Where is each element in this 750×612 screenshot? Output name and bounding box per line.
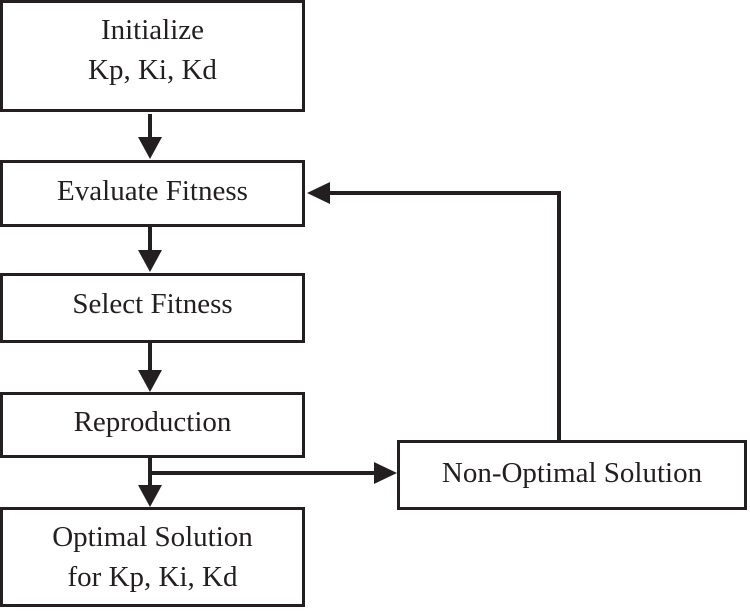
edge-reproduction-nonoptimal-line	[148, 471, 374, 475]
node-non-optimal-solution: Non-Optimal Solution	[397, 440, 747, 510]
node-reproduction: Reproduction	[0, 392, 305, 458]
node-evaluate-fitness-label: Evaluate Fitness	[57, 174, 248, 207]
node-select-fitness: Select Fitness	[0, 273, 305, 343]
node-non-optimal-solution-label: Non-Optimal Solution	[441, 457, 703, 489]
arrowhead-down-icon	[138, 485, 162, 507]
node-reproduction-label: Reproduction	[73, 406, 232, 438]
edge-initialize-evaluate-line	[148, 114, 152, 137]
node-initialize-line2: Kp, Ki, Kd	[88, 54, 217, 86]
node-initialize: Initialize Kp, Ki, Kd	[0, 0, 305, 112]
edge-evaluate-select-line	[148, 227, 152, 250]
arrowhead-down-icon	[138, 137, 162, 159]
edge-select-reproduction-line	[148, 343, 152, 370]
edge-feedback-horizontal-line	[330, 191, 561, 195]
edge-feedback-vertical-line	[557, 191, 561, 440]
arrowhead-down-icon	[138, 370, 162, 392]
node-optimal-solution-line2: for Kp, Ki, Kd	[67, 561, 238, 593]
node-evaluate-fitness: Evaluate Fitness	[0, 160, 305, 227]
node-initialize-line1: Initialize	[100, 14, 205, 46]
arrowhead-down-icon	[138, 250, 162, 272]
node-optimal-solution-line1: Optimal Solution	[52, 521, 253, 553]
arrowhead-right-icon	[374, 462, 397, 484]
arrowhead-left-icon	[307, 182, 330, 204]
node-optimal-solution: Optimal Solution for Kp, Ki, Kd	[0, 507, 305, 607]
node-select-fitness-label: Select Fitness	[72, 288, 233, 320]
